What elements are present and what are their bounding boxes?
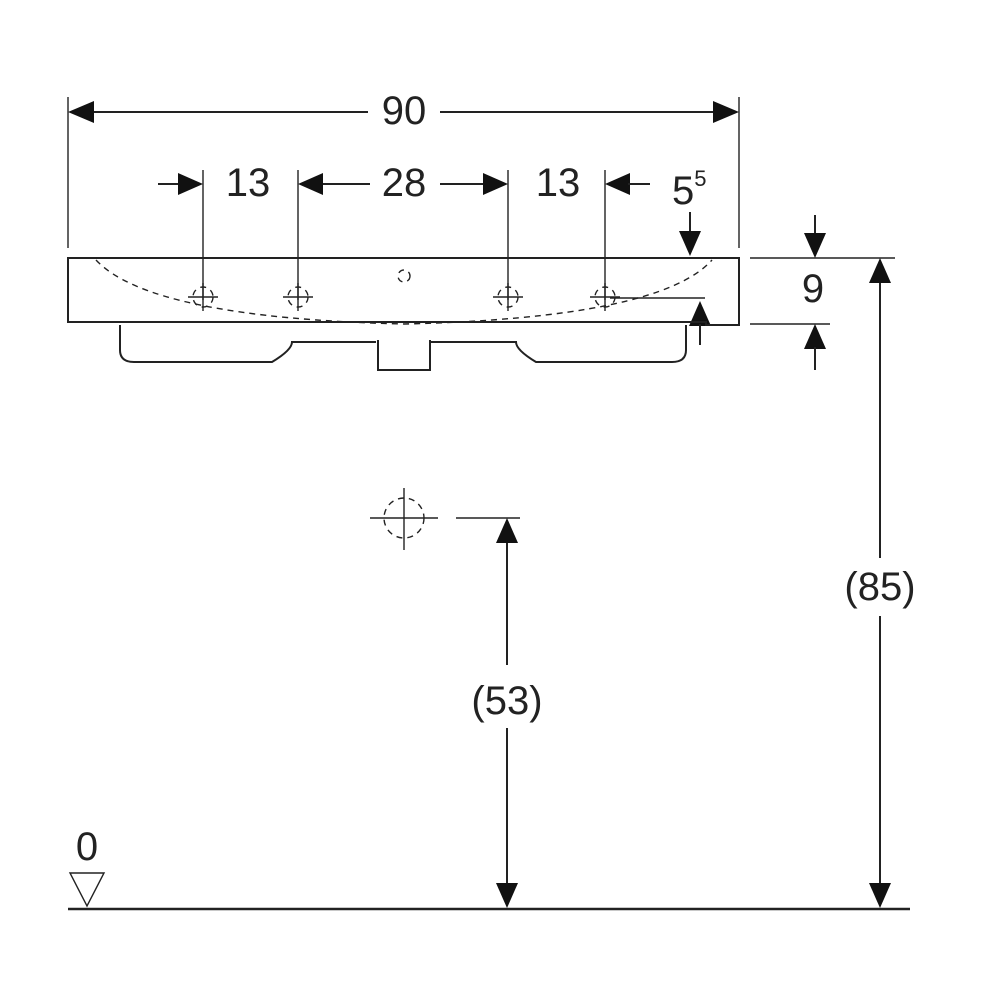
- edge-offset-superscript: 5: [694, 166, 706, 191]
- center-spacing-label: 28: [382, 161, 427, 205]
- basin-height-dimension: 9: [750, 215, 895, 370]
- waste-outlet: [377, 340, 431, 371]
- left-offset-label: 13: [226, 161, 271, 205]
- rim-height-label: (85): [844, 565, 915, 609]
- overflow-hole: [397, 269, 411, 283]
- waste-height-dimension: (53): [370, 488, 543, 908]
- tap-hole-3: [493, 283, 523, 311]
- waste-height-label: (53): [471, 679, 542, 723]
- waste-centre-marker: [370, 488, 438, 550]
- edge-offset-label: 55: [672, 166, 707, 213]
- tap-hole-4: [590, 283, 620, 311]
- overall-width-dimension: 90: [67, 89, 740, 248]
- floor-level: 0: [68, 825, 910, 911]
- rim-height-dimension: (85): [844, 258, 916, 908]
- tap-hole-2: [283, 283, 313, 311]
- right-offset-label: 13: [536, 161, 581, 205]
- washbasin-outline: [67, 257, 740, 371]
- tap-hole-markers: [188, 283, 620, 311]
- tap-spacing-dimensions: 13 28 13 55: [158, 161, 711, 345]
- basin-height-label: 9: [802, 267, 824, 311]
- tap-hole-1: [188, 283, 218, 311]
- edge-offset-base: 5: [672, 169, 694, 213]
- floor-level-label: 0: [76, 825, 98, 869]
- overall-width-label: 90: [382, 89, 427, 133]
- level-marker-triangle: [68, 872, 106, 908]
